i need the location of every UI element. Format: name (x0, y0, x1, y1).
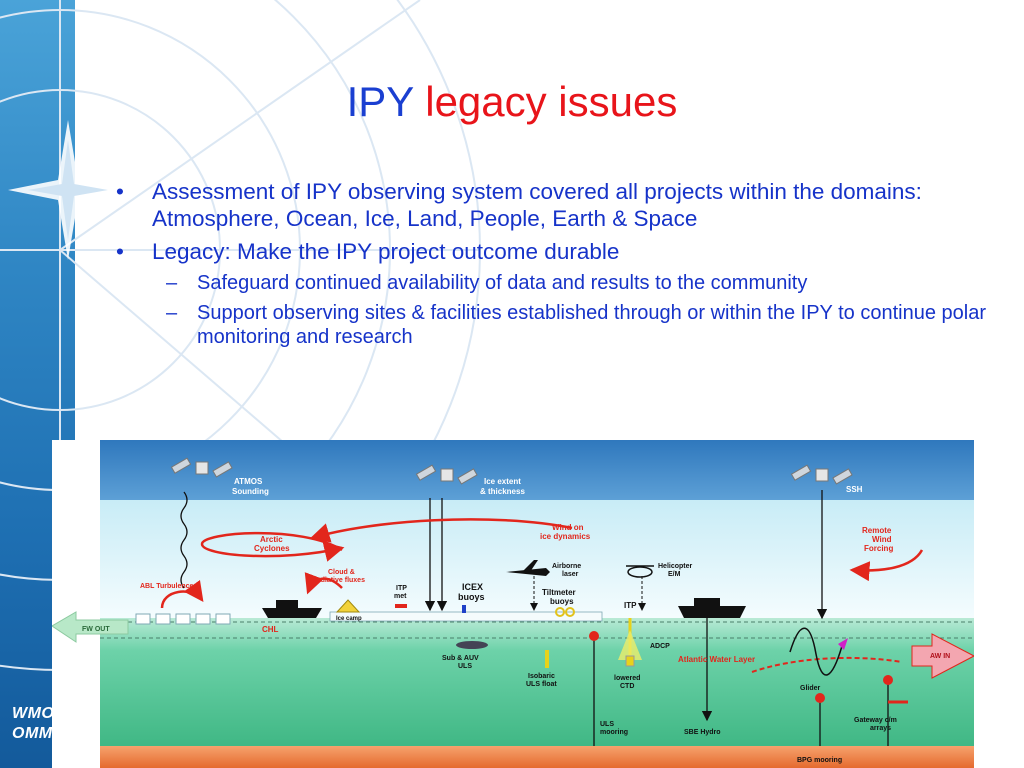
label-ctd: CTD (620, 683, 634, 690)
label-airborne: Airborne (552, 563, 581, 570)
label-isobaric: Isobaric (528, 673, 555, 680)
bullet-item: • Legacy: Make the IPY project outcome d… (110, 238, 990, 265)
sub-bullet-marker: – (166, 272, 178, 294)
label-atmos: ATMOS (234, 477, 263, 486)
label-glider: Glider (800, 685, 821, 692)
bullet-text: Assessment of IPY observing system cover… (152, 179, 922, 231)
label-ice-extent: Ice extent (484, 477, 521, 486)
label-sub-uls: ULS (458, 663, 472, 670)
compass-star-icon (8, 120, 128, 260)
label-ice-dynamics: ice dynamics (540, 532, 591, 541)
wind-ice-arrow (309, 518, 573, 543)
label-radiative-fluxes: radiative fluxes (314, 577, 365, 584)
title-part-1: IPY (346, 78, 414, 125)
label-atlantic-water: Atlantic Water Layer (678, 655, 755, 664)
label-ice-thickness: & thickness (480, 487, 525, 496)
adcp-beam (618, 630, 642, 660)
label-lowered: lowered (614, 675, 640, 682)
seabed-layer (100, 746, 974, 768)
label-gateway: Gateway c/m (854, 717, 897, 724)
label-chl: CHL (262, 625, 279, 634)
sub-bullet-marker: – (166, 302, 178, 324)
label-sbe-hydro: SBE Hydro (684, 729, 721, 736)
label-atmos-sounding: Sounding (232, 487, 269, 496)
sub-auv-icon (456, 641, 488, 649)
logo-line-2: OMM (12, 725, 53, 742)
uls-mooring-float (589, 631, 599, 641)
satellite-icon (790, 464, 853, 485)
slide-title: IPY legacy issues (0, 78, 1024, 126)
abl-turbulence-arrow (160, 579, 204, 609)
ship-icon (262, 600, 322, 618)
label-uls-mooring-2: mooring (600, 729, 628, 736)
title-part-2: legacy issues (425, 78, 678, 125)
label-remote-forcing: Forcing (864, 544, 893, 553)
bullet-text: Legacy: Make the IPY project outcome dur… (152, 239, 620, 264)
open-ice-boxes (135, 613, 231, 625)
label-remote: Remote (862, 526, 892, 535)
itp-met-marker (395, 604, 407, 608)
logo-line-1: WMO (12, 705, 55, 722)
remote-wind-arrow (849, 549, 924, 582)
label-sub-auv: Sub & AUV (442, 655, 479, 662)
label-uls-float: ULS float (526, 681, 557, 688)
label-wind: Wind on (552, 523, 584, 532)
atlantic-water-arrow (751, 656, 903, 673)
ocean-layer (100, 618, 974, 748)
label-uls-mooring: ULS (600, 721, 614, 728)
sub-bullet-text: Support observing sites & facilities est… (197, 302, 986, 348)
tiltmeter-buoys (555, 607, 575, 617)
label-remote-wind: Wind (872, 535, 892, 544)
label-cyclones: Cyclones (254, 544, 290, 553)
label-tiltmeter: Tiltmeter (542, 588, 576, 597)
label-itp-met-2: met (394, 593, 407, 600)
lowered-ctd-icon (625, 655, 635, 667)
sounding-wave (180, 491, 188, 589)
sub-bullet-text: Safeguard continued availability of data… (197, 272, 808, 294)
label-icex: ICEX (462, 582, 483, 592)
label-icex-buoys: buoys (458, 592, 485, 602)
label-tiltmeter-buoys: buoys (550, 597, 574, 606)
bullet-marker: • (116, 239, 124, 264)
sub-bullet-item: – Safeguard continued availability of da… (110, 271, 990, 295)
icex-buoy (462, 605, 466, 613)
bullet-item: • Assessment of IPY observing system cov… (110, 178, 990, 232)
satellite-icon (415, 464, 478, 485)
glider-icon (838, 638, 848, 650)
wmo-logo: WMO OMM (12, 704, 54, 744)
label-arctic: Arctic (260, 535, 283, 544)
ship-icon (678, 598, 746, 618)
cloud-flux-arrow (304, 572, 343, 595)
arctic-cyclones-arrow (200, 531, 345, 562)
ice-camp-icon (335, 599, 361, 613)
label-itp-met: ITP (396, 585, 407, 592)
aw-in-arrow (911, 633, 974, 679)
fw-out-arrow (52, 611, 129, 643)
bpg-float (815, 693, 825, 703)
label-itp: ITP (624, 601, 637, 610)
label-ice-camp: Ice camp (336, 616, 362, 622)
label-helicopter: Helicopter (658, 563, 693, 570)
label-abl: ABL Turbulence (140, 583, 194, 590)
label-ssh: SSH (846, 485, 863, 494)
bullet-marker: • (116, 179, 124, 204)
bullet-list: • Assessment of IPY observing system cov… (110, 178, 990, 355)
label-airborne-laser: laser (562, 571, 579, 578)
label-cloud: Cloud & (328, 569, 355, 576)
label-gateway-arrays: arrays (870, 725, 891, 732)
sub-bullet-item: – Support observing sites & facilities e… (110, 301, 990, 349)
aircraft-icon (506, 560, 550, 576)
gateway-float (883, 675, 893, 685)
helicopter-icon (626, 565, 654, 578)
label-bpg-mooring: BPG mooring (797, 757, 842, 764)
label-adcp: ADCP (650, 643, 670, 650)
isobaric-float-icon (545, 650, 549, 668)
label-helicopter-em: E/M (668, 571, 681, 578)
glider-path (789, 627, 843, 676)
satellite-icon (170, 457, 233, 478)
observing-system-diagram: ATMOS Sounding Ice extent & thickness SS… (52, 440, 974, 768)
label-fw-out: FW OUT (82, 626, 110, 633)
label-aw-in: AW IN (930, 653, 950, 660)
atmosphere-layer (100, 500, 974, 618)
